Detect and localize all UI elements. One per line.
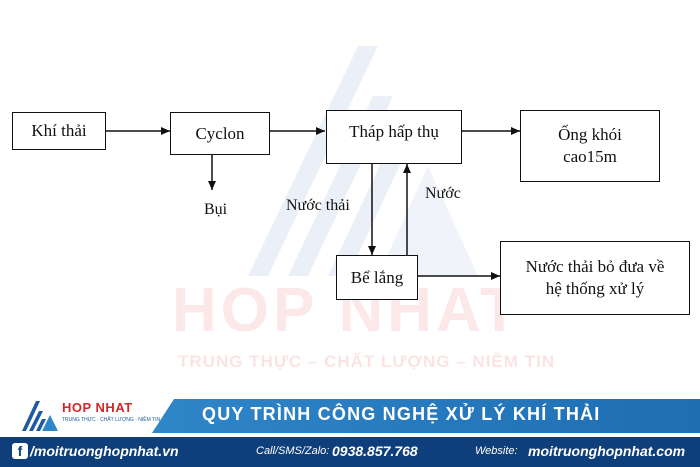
- phone-label: Call/SMS/Zalo:: [256, 445, 330, 457]
- watermark-logo-icon: [248, 46, 478, 276]
- company-logo: HOP NHAT TRUNG THỰC · CHẤT LƯỢNG · NIỀM …: [20, 397, 160, 435]
- contact-band: [0, 437, 700, 467]
- flow-arrows: [106, 127, 520, 280]
- phone-number[interactable]: 0938.857.768: [332, 443, 418, 459]
- page-title: QUY TRÌNH CÔNG NGHỆ XỬ LÝ KHÍ THẢI: [202, 404, 601, 424]
- node-be-lang: Bể lắng: [336, 255, 418, 300]
- website-link[interactable]: moitruonghopnhat.com: [528, 443, 686, 459]
- footer-banner: HOP NHAT TRUNG THỰC · CHẤT LƯỢNG · NIỀM …: [0, 395, 700, 467]
- diagram-canvas: HOP NHAT TRUNG THỰC – CHẤT LƯỢNG – NIỀM …: [12, 46, 690, 371]
- node-thap-hap-thu: Tháp hấp thụ: [326, 110, 462, 164]
- watermark-slogan: TRUNG THỰC – CHẤT LƯỢNG – NIỀM TIN: [178, 352, 556, 371]
- facebook-page-link[interactable]: /moitruonghopnhat.vn: [30, 443, 179, 459]
- facebook-icon[interactable]: f: [12, 443, 28, 459]
- node-cyclon: Cyclon: [170, 112, 270, 155]
- title-band: [152, 399, 700, 433]
- node-khi-thai: Khí thải: [12, 112, 106, 150]
- website-label: Website:: [475, 445, 518, 457]
- node-nuoc-thai-xu-ly: Nước thải bỏ đưa về hệ thống xử lý: [500, 241, 690, 315]
- label-bui: Bụi: [204, 201, 228, 218]
- label-nuoc-thai: Nước thải: [286, 197, 350, 214]
- logo-brand-text: HOP NHAT: [62, 400, 133, 415]
- node-ong-khoi: Ống khói cao15m: [520, 110, 660, 182]
- logo-slogan-text: TRUNG THỰC · CHẤT LƯỢNG · NIỀM TIN: [62, 417, 161, 423]
- label-nuoc: Nước: [425, 185, 461, 202]
- logo-mark-icon: [22, 401, 58, 431]
